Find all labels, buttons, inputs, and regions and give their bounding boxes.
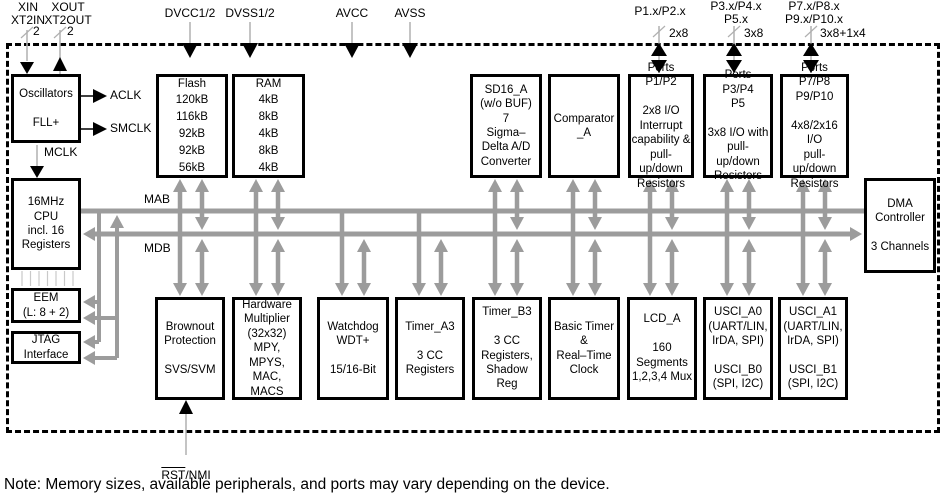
block-ports-p7-p10: Ports P7/P8 P9/P10 4x8/2x16 I/O pull-up/… (780, 62, 849, 190)
block-ports-p3-p4-p5: Ports P3/P4 P5 3x8 I/O with pull-up/down… (703, 69, 773, 182)
block-ram: RAM 4kB 8kB 4kB 8kB 4kB (232, 74, 305, 178)
block-ports-p1-p2: Ports P1/P2 2x8 I/O Interrupt capability… (628, 62, 694, 190)
rst-overlined: RST (161, 468, 186, 483)
block-dma-controller: DMA Controller 3 Channels (864, 178, 936, 273)
block-timer-b3: Timer_B3 3 CC Registers, Shadow Reg (472, 297, 542, 400)
block-basic-timer-rtc: Basic Timer & Real–Time Clock (548, 297, 620, 400)
block-timer-a3: Timer_A3 3 CC Registers (395, 297, 465, 400)
pin-label-dvss: DVSS1/2 (225, 6, 275, 20)
bus-label-mab: MAB (144, 192, 171, 206)
block-flash: Flash 120kB 116kB 92kB 92kB 56kB (156, 74, 228, 178)
pin-label-xin: XIN XT2IN (10, 0, 45, 28)
pin-width-p7p8p9p10: 3x8+1x4 (820, 26, 866, 40)
block-watchdog: Watchdog WDT+ 15/16-Bit (317, 297, 389, 400)
pin-label-rst-nmi: RST/NMI (146, 456, 226, 483)
pin-label-p3p4p5: P3.x/P4.x P5.x (710, 0, 762, 27)
rst-plain: /NMI (185, 468, 211, 483)
block-eem: EEM (L: 8 + 2) (11, 288, 81, 323)
signal-label-smclk: SMCLK (110, 121, 152, 135)
pin-label-p1p2: P1.x/P2.x (634, 4, 686, 18)
signal-label-aclk: ACLK (110, 88, 142, 102)
block-usci-a1-b1: USCI_A1 (UART/LIN, IrDA, SPI) USCI_B1 (S… (778, 297, 848, 400)
block-comparator-a: Comparator _A (548, 74, 620, 178)
block-oscillators: Oscillators FLL+ (11, 74, 81, 143)
pin-label-avss: AVSS (394, 6, 426, 20)
bus-label-mdb: MDB (144, 241, 171, 255)
signal-label-mclk: MCLK (44, 145, 78, 159)
block-usci-a0-b0: USCI_A0 (UART/LIN, IrDA, SPI) USCI_B0 (S… (703, 297, 773, 400)
pin-label-avcc: AVCC (335, 6, 369, 20)
pin-width-xin: 2 (33, 24, 40, 38)
pin-width-p3p4p5: 3x8 (744, 26, 764, 40)
pin-width-p1p2: 2x8 (669, 26, 689, 40)
block-cpu: 16MHz CPU incl. 16 Registers (11, 178, 81, 270)
block-sd16-adc: SD16_A (w/o BUF) 7 Sigma– Delta A/D Conv… (470, 74, 542, 178)
pin-width-xout: 2 (67, 24, 74, 38)
block-brownout: Brownout Protection SVS/SVM (155, 297, 225, 400)
pin-label-p7p8p9p10: P7.x/P8.x P9.x/P10.x (784, 0, 844, 27)
block-hardware-multiplier: Hardware Multiplier (32x32) MPY, MPYS, M… (232, 297, 302, 400)
block-jtag: JTAG Interface (11, 331, 81, 364)
pin-label-dvcc: DVCC1/2 (164, 6, 216, 20)
chip-boundary (6, 43, 940, 433)
block-lcd-a: LCD_A 160 Segments 1,2,3,4 Mux (627, 297, 697, 400)
footnote: Note: Memory sizes, available peripheral… (4, 476, 610, 493)
pin-label-xout: XOUT XT2OUT (44, 0, 92, 28)
